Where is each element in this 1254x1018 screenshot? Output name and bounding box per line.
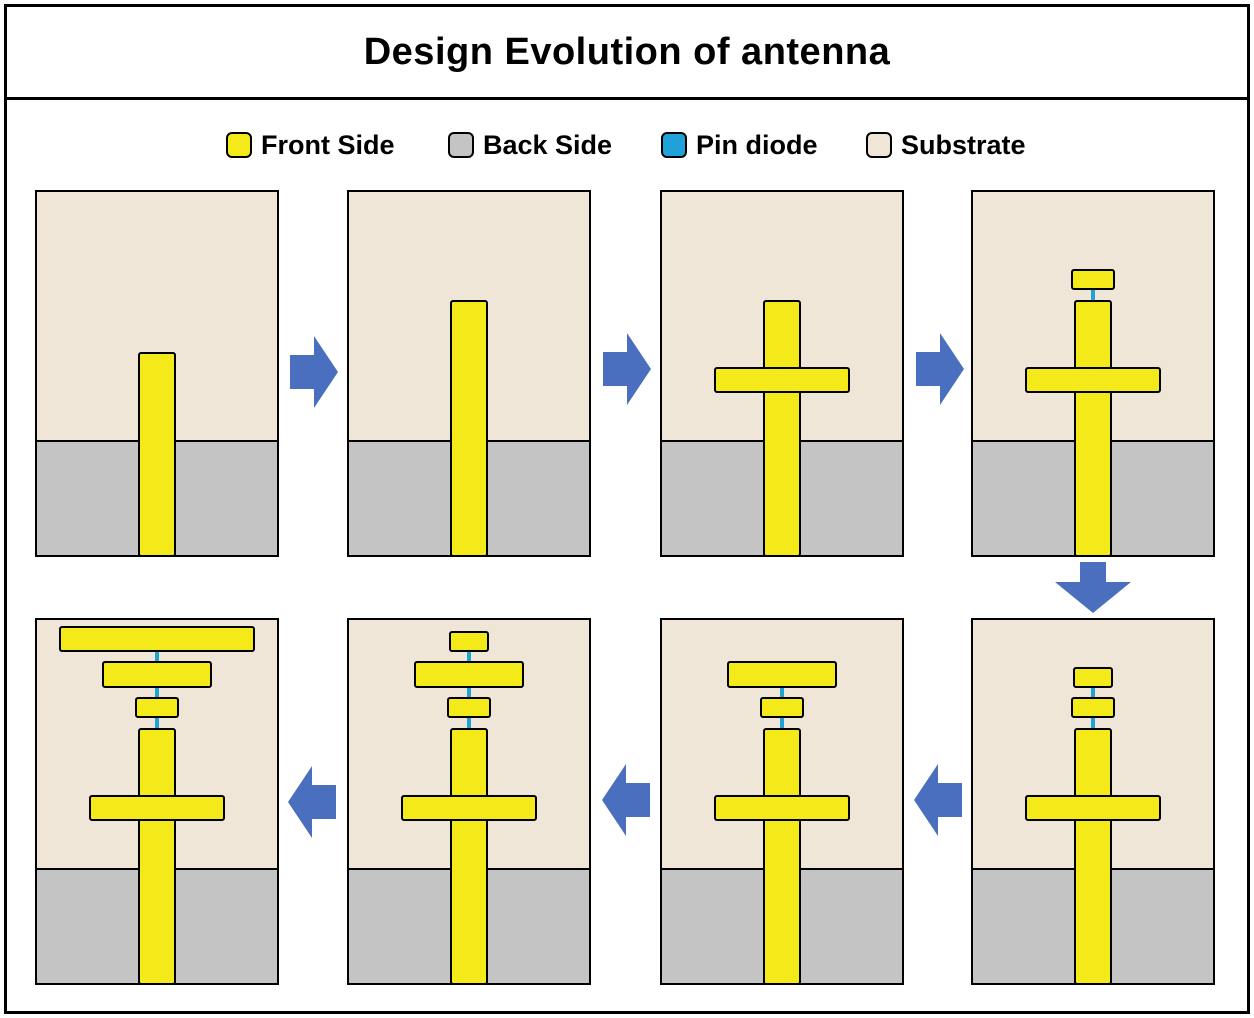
pin-diode: [467, 687, 471, 701]
front-metal-patch: [449, 631, 489, 652]
title-bar: Design Evolution of antenna: [7, 7, 1247, 100]
antenna-stage-3: [660, 190, 904, 557]
panel-border: [347, 190, 591, 557]
arrow-left-icon: [914, 764, 962, 836]
diagram-title: Design Evolution of antenna: [363, 30, 891, 73]
front-metal-patch: [138, 352, 176, 557]
pin-diode: [467, 652, 471, 664]
pin-diode: [155, 717, 159, 731]
front-metal-patch: [1025, 795, 1161, 821]
front-metal-patch: [727, 661, 837, 688]
arrow-left-icon: [602, 764, 650, 836]
arrow-left-icon: [288, 766, 336, 838]
legend-label-pin-diode: Pin diode: [696, 129, 818, 160]
pin-diode: [780, 687, 784, 701]
legend-item-substrate: Substrate: [866, 125, 1026, 165]
legend: Front Side Back Side Pin diode Substrate: [7, 125, 1247, 165]
front-metal-patch: [1071, 697, 1115, 718]
front-metal-patch: [135, 697, 179, 718]
pin-diode: [780, 717, 784, 731]
front-metal-patch: [414, 661, 524, 688]
panel-border: [35, 618, 279, 985]
front-metal-patch: [1073, 667, 1113, 688]
pin-diode: [1091, 289, 1095, 303]
front-metal-patch: [763, 300, 801, 557]
arrow-right-icon: [603, 333, 651, 405]
front-side-swatch: [226, 132, 252, 158]
antenna-stage-1: [35, 190, 279, 557]
pin-diode: [467, 717, 471, 731]
front-metal-patch: [1074, 300, 1112, 557]
front-metal-patch: [102, 661, 212, 688]
front-metal-patch: [450, 728, 488, 985]
front-metal-patch: [401, 795, 537, 821]
front-metal-patch: [447, 697, 491, 718]
front-metal-patch: [89, 795, 225, 821]
pin-diode-swatch: [661, 132, 687, 158]
panel-border: [35, 190, 279, 557]
antenna-stage-2: [347, 190, 591, 557]
substrate-swatch: [866, 132, 892, 158]
front-metal-patch: [1025, 367, 1161, 393]
pin-diode: [1091, 717, 1095, 731]
front-metal-patch: [763, 728, 801, 985]
legend-item-front-side: Front Side: [226, 125, 395, 165]
antenna-stage-5: [971, 618, 1215, 985]
antenna-stage-6: [660, 618, 904, 985]
front-metal-patch: [138, 728, 176, 985]
back-side-swatch: [448, 132, 474, 158]
pin-diode: [155, 652, 159, 664]
antenna-stage-8: [35, 618, 279, 985]
arrow-right-icon: [290, 336, 338, 408]
legend-label-substrate: Substrate: [901, 129, 1026, 160]
front-metal-patch: [1074, 728, 1112, 985]
legend-item-pin-diode: Pin diode: [661, 125, 818, 165]
antenna-stage-7: [347, 618, 591, 985]
pin-diode: [1091, 687, 1095, 701]
legend-item-back-side: Back Side: [448, 125, 612, 165]
front-metal-patch: [1071, 269, 1115, 290]
front-metal-patch: [714, 367, 850, 393]
front-metal-patch: [450, 300, 488, 557]
antenna-stage-4: [971, 190, 1215, 557]
panel-border: [347, 618, 591, 985]
front-metal-patch: [714, 795, 850, 821]
arrow-right-icon: [916, 333, 964, 405]
front-metal-patch: [59, 626, 255, 652]
legend-label-back-side: Back Side: [483, 129, 613, 160]
panel-border: [971, 618, 1215, 985]
arrow-down-icon: [1055, 562, 1131, 613]
panel-border: [660, 190, 904, 557]
legend-label-front-side: Front Side: [261, 129, 395, 160]
pin-diode: [155, 687, 159, 701]
panel-border: [971, 190, 1215, 557]
front-metal-patch: [760, 697, 804, 718]
panel-border: [660, 618, 904, 985]
